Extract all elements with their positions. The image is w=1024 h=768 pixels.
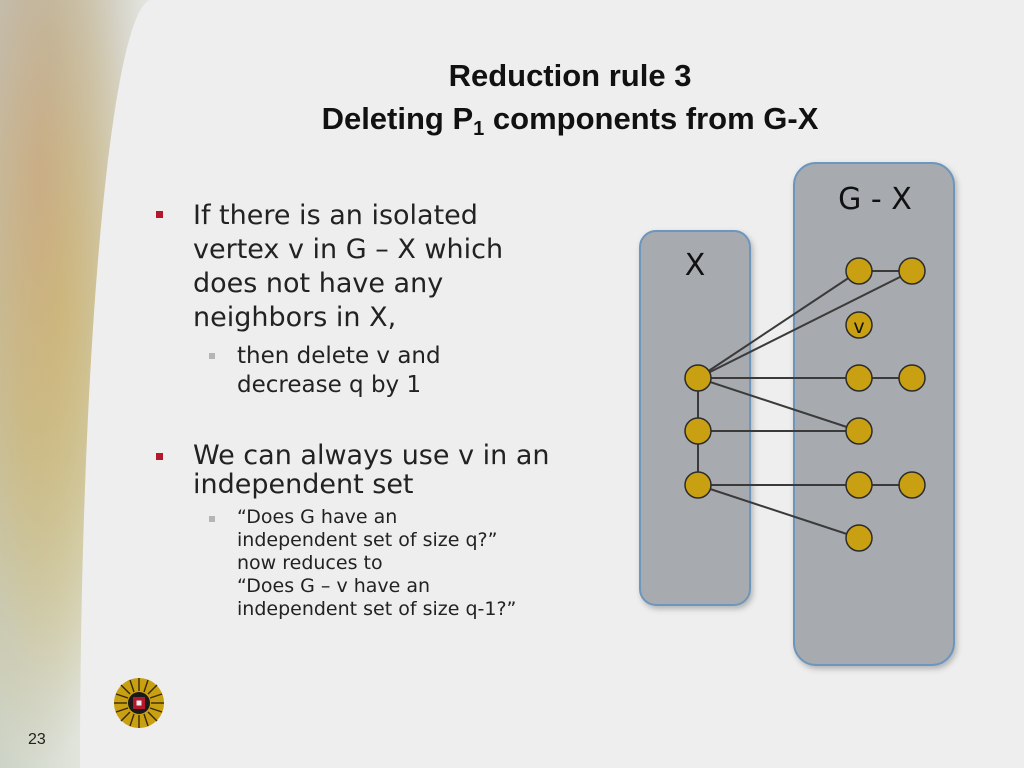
sub-bullet-marker: [209, 516, 215, 522]
title-subscript: 1: [473, 118, 485, 140]
edge: [697, 484, 860, 539]
vertex: [845, 524, 873, 552]
x-box-label: X: [685, 248, 706, 283]
vertex: [845, 257, 873, 285]
vertex: [898, 364, 926, 392]
sub-line: independent set of size q?”: [237, 529, 498, 551]
vertex: [845, 364, 873, 392]
vertex-v-label: v: [853, 316, 864, 338]
page-number: 23: [28, 731, 46, 748]
g-minus-x-box: [793, 162, 955, 666]
university-seal-logo: [114, 678, 164, 728]
title-text-post: components from G-X: [484, 101, 819, 136]
bullet-2-sub-text: “Does G have an independent set of size …: [237, 506, 577, 621]
bullet-1-text: If there is an isolated vertex v in G – …: [193, 200, 504, 333]
vertex: [684, 471, 712, 499]
sub-line: “Does G – v have an: [237, 575, 431, 597]
slide-title-line2: Deleting P1 components from G-X: [150, 101, 990, 141]
bullet-2-text: We can always use v in an independent se…: [193, 440, 550, 500]
title-text-pre: Deleting P: [321, 101, 474, 136]
sub-bullet-marker: [209, 353, 215, 359]
vertices: [684, 257, 926, 552]
bullet-marker: [156, 453, 163, 460]
g-minus-x-label: G - X: [838, 182, 912, 217]
vertex: [684, 364, 712, 392]
vertex: [684, 417, 712, 445]
sub-line: now reduces to: [237, 552, 383, 574]
bullet-1-sub-text: then delete v and decrease q by 1: [237, 343, 441, 398]
edge: [697, 270, 913, 379]
background-decoration: [0, 0, 200, 768]
bullet-marker: [156, 211, 163, 218]
vertex: [845, 417, 873, 445]
sub-line: independent set of size q-1?”: [237, 598, 517, 620]
edge: [697, 270, 860, 379]
vertex: [898, 257, 926, 285]
edge: [697, 377, 860, 432]
slide-title-line1: Reduction rule 3: [448, 58, 692, 93]
vertex: [898, 471, 926, 499]
vertex-v: [845, 311, 873, 339]
vertex: [845, 471, 873, 499]
sub-line: “Does G have an: [237, 506, 398, 528]
